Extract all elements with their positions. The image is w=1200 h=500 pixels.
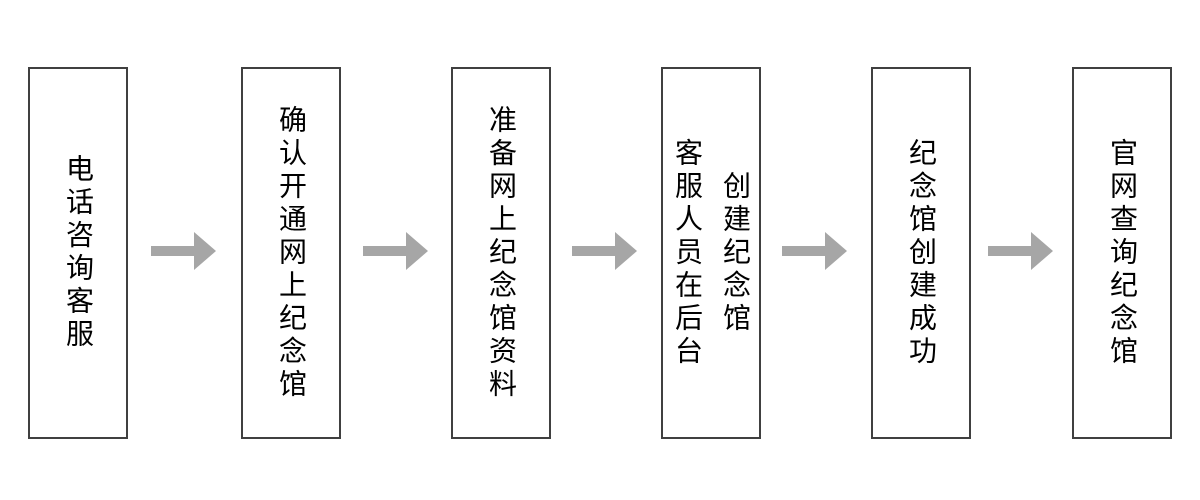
flow-step-2-label: 确认开通网上纪念馆 [275,104,308,402]
flow-step-5-box: 纪念馆创建成功 [871,67,971,439]
right-arrow-shape [363,232,428,270]
flow-step-2-box: 确认开通网上纪念馆 [241,67,341,439]
flow-step-1-box: 电话咨询客服 [28,67,128,439]
flow-step-6-box: 官网查询纪念馆 [1072,67,1172,439]
flow-step-5-label: 纪念馆创建成功 [905,137,938,369]
flow-step-4-label: 客服人员在后台 创建纪念馆 [671,137,752,369]
flow-step-4-box: 客服人员在后台 创建纪念馆 [661,67,761,439]
right-arrow-icon [572,232,637,270]
right-arrow-shape [151,232,216,270]
right-arrow-shape [782,232,847,270]
flow-step-1-label: 电话咨询客服 [62,154,95,352]
right-arrow-icon [988,232,1053,270]
right-arrow-shape [988,232,1053,270]
flow-step-6-label: 官网查询纪念馆 [1106,137,1139,369]
right-arrow-shape [572,232,637,270]
flow-step-3-label: 准备网上纪念馆资料 [485,104,518,402]
right-arrow-icon [151,232,216,270]
right-arrow-icon [782,232,847,270]
flow-step-3-box: 准备网上纪念馆资料 [451,67,551,439]
right-arrow-icon [363,232,428,270]
